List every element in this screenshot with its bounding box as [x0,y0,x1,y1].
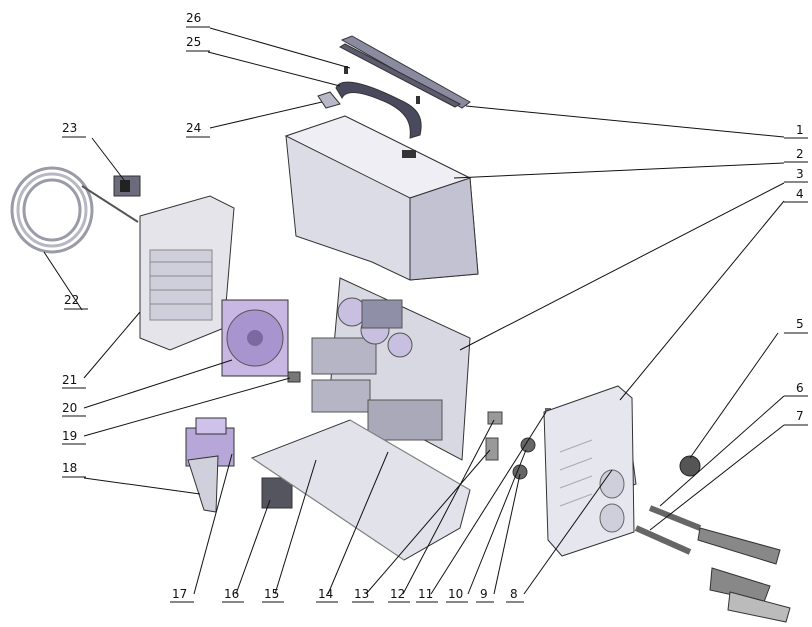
callout-17: 17 [172,587,187,601]
clamp-cable-part [634,505,791,623]
handle-part [335,81,422,139]
callout-6: 6 [796,381,804,395]
terminal-part [485,437,499,461]
bracket-part [317,91,341,109]
pcb-assembly-part [311,277,471,461]
connector-part [520,437,536,453]
callout-2: 2 [796,147,804,161]
l-bracket-part [187,455,219,513]
switch-part [113,175,141,197]
callout-16: 16 [224,587,239,601]
callout-3: 3 [796,167,804,181]
callout-7: 7 [796,409,804,423]
callout-12: 12 [390,587,405,601]
fan-part [221,299,289,377]
callout-18: 18 [62,461,77,475]
parts-drawing [10,35,791,623]
callout-22: 22 [64,293,79,307]
callout-1: 1 [796,123,804,137]
cover-part [284,115,479,281]
knob-part [679,455,701,477]
callout-labels: 26 25 24 23 22 1 2 3 4 5 6 7 21 20 19 18 [62,11,808,603]
front-panel-part [543,385,635,557]
base-plate-part [250,419,471,561]
leader-lines [43,27,785,595]
callout-4: 4 [796,187,804,201]
callout-24: 24 [186,121,201,135]
callout-25: 25 [186,35,201,49]
callout-15: 15 [264,587,279,601]
inductor-part [261,477,293,509]
back-panel-part [139,195,235,351]
callout-19: 19 [62,429,77,443]
callout-13: 13 [354,587,369,601]
top-strap-part [338,35,471,109]
screw-part [344,66,420,104]
callout-21: 21 [62,373,77,387]
callout-14: 14 [318,587,333,601]
callout-9: 9 [480,587,488,601]
clip-part [287,371,301,383]
callout-26: 26 [186,11,201,25]
callout-20: 20 [62,401,77,415]
callout-11: 11 [418,587,433,601]
callout-10: 10 [448,587,463,601]
cable-coil-part [10,166,139,254]
callout-8: 8 [510,587,518,601]
callout-5: 5 [796,317,804,331]
terminal-part [487,411,503,425]
callout-23: 23 [62,121,77,135]
